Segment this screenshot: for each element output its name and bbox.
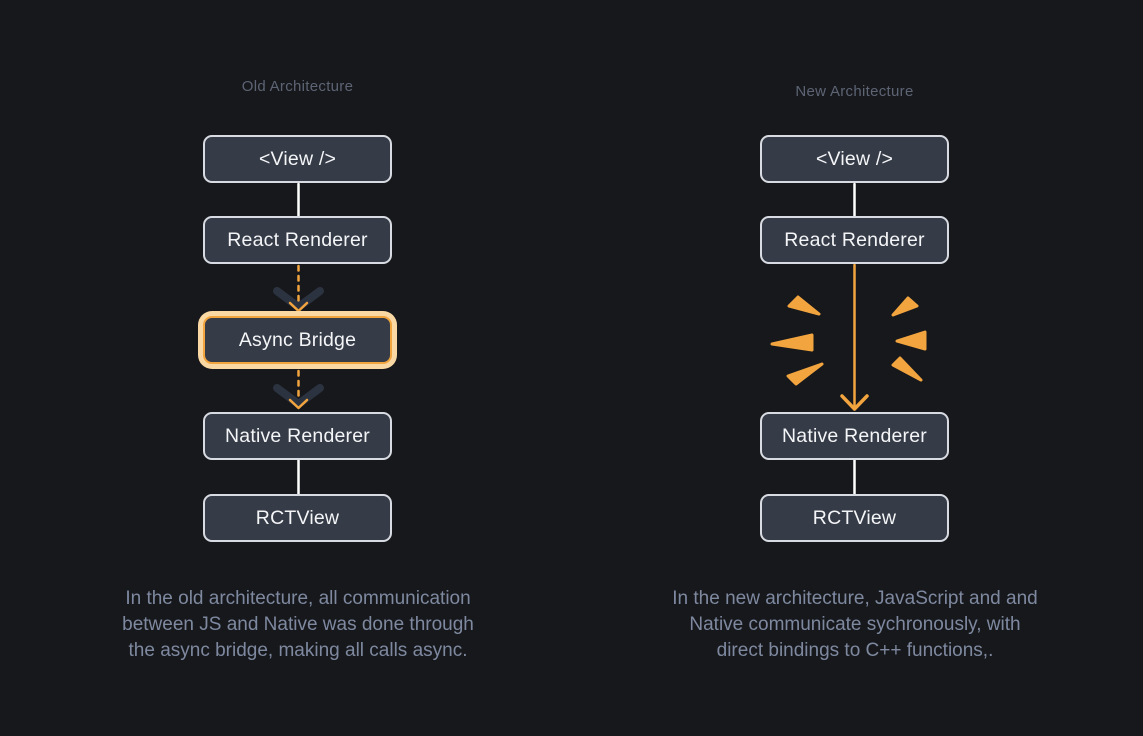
- spark-icon: [786, 362, 824, 386]
- new-architecture-caption: In the new architecture, JavaScript and …: [672, 588, 1038, 661]
- node-native-renderer-new: Native Renderer: [760, 412, 949, 460]
- node-rctview-new: RCTView: [760, 494, 949, 542]
- arrow-down-icon: [840, 394, 869, 411]
- node-view-old: <View />: [203, 135, 392, 183]
- node-react-renderer-old: React Renderer: [203, 216, 392, 264]
- spark-icon: [770, 333, 814, 352]
- new-architecture-title: New Architecture: [795, 83, 914, 100]
- chevron-down-icon: [273, 287, 324, 311]
- node-native-renderer-old: Native Renderer: [203, 412, 392, 460]
- spark-icon: [787, 295, 821, 316]
- node-rctview-old: RCTView: [203, 494, 392, 542]
- old-architecture-title: Old Architecture: [241, 78, 354, 95]
- node-async-bridge: Async Bridge: [203, 316, 392, 364]
- node-view-new: <View />: [760, 135, 949, 183]
- spark-icon: [895, 330, 927, 351]
- node-react-renderer-new: React Renderer: [760, 216, 949, 264]
- arrow-down-icon: [288, 301, 309, 313]
- spark-icon: [891, 356, 923, 382]
- chevron-down-icon: [273, 384, 324, 408]
- arrow-down-icon: [288, 398, 309, 410]
- spark-icon: [891, 296, 919, 317]
- old-architecture-caption: In the old architecture, all communicati…: [122, 588, 474, 661]
